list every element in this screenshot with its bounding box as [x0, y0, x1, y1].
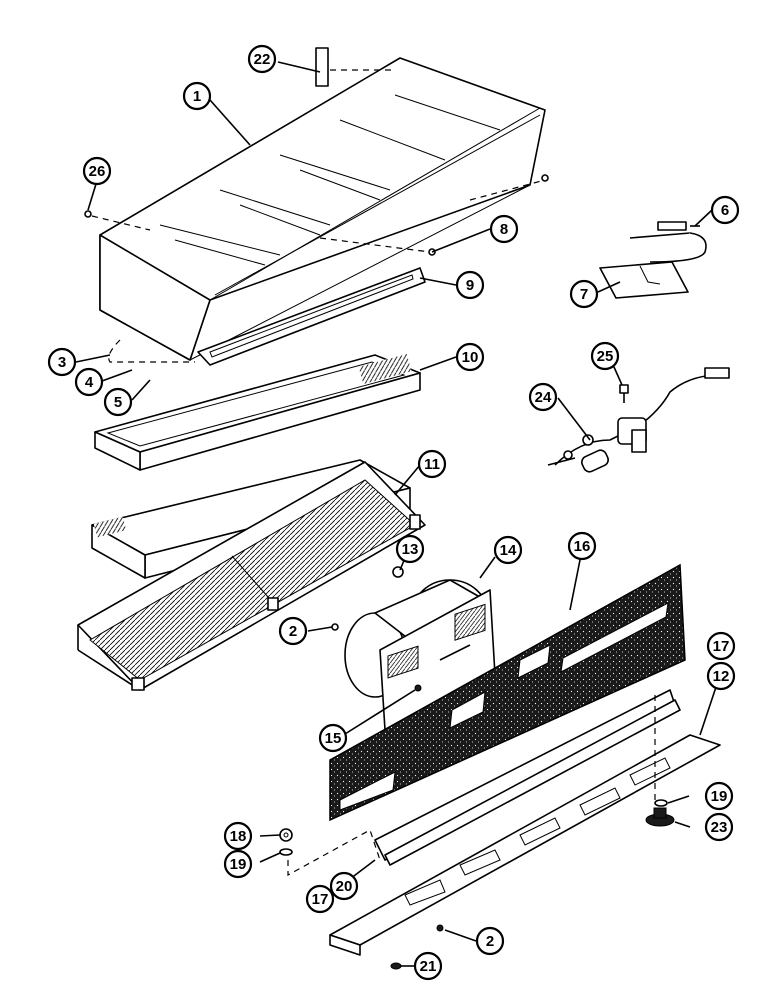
leader-lines: [75, 61, 719, 967]
callout-9: 9: [455, 270, 485, 300]
callout-20: 20: [329, 871, 359, 901]
washer-15: [414, 684, 422, 692]
callout-19a-label: 19: [230, 856, 247, 873]
callout-19a: 19: [223, 849, 253, 879]
assembly-line-mount: [108, 339, 195, 363]
callout-10: 10: [455, 342, 485, 372]
callout-2a-label: 2: [289, 623, 297, 640]
callout-11: 11: [417, 449, 447, 479]
screw-2-bottom: [436, 924, 444, 932]
callout-25-label: 25: [597, 348, 614, 365]
callout-18-label: 18: [230, 828, 247, 845]
callout-15: 15: [318, 723, 348, 753]
callout-2a: 2: [278, 616, 308, 646]
louver-strip-20: [374, 689, 681, 866]
nut-13: [392, 566, 404, 578]
washer-19-right: [654, 799, 668, 807]
callout-1-label: 1: [193, 88, 201, 105]
callout-9-label: 9: [466, 277, 474, 294]
callout-21-label: 21: [420, 958, 437, 975]
callout-19b: 19: [704, 781, 734, 811]
nut-18: [279, 828, 293, 842]
callout-13-label: 13: [402, 541, 419, 558]
callout-16-label: 16: [574, 538, 591, 555]
callout-24: 24: [528, 382, 558, 412]
callout-6: 6: [710, 195, 740, 225]
callout-8: 8: [489, 214, 519, 244]
callout-17a: 17: [706, 631, 736, 661]
screws-8: [319, 174, 549, 256]
callout-3-label: 3: [58, 354, 66, 371]
screw-25: [619, 384, 629, 403]
callout-5: 5: [103, 387, 133, 417]
callout-2b-label: 2: [486, 933, 494, 950]
callout-13: 13: [395, 534, 425, 564]
callout-4: 4: [74, 367, 104, 397]
tape-7: [599, 261, 689, 299]
bracket-22: [315, 47, 395, 87]
callout-24-label: 24: [535, 389, 552, 406]
callout-23: 23: [704, 812, 734, 842]
filter-frame-10: [94, 353, 421, 471]
callout-17b: 17: [305, 884, 335, 914]
washer-19-left: [279, 848, 293, 856]
callout-10-label: 10: [462, 349, 479, 366]
gasket-9: [197, 267, 426, 366]
callout-14-label: 14: [500, 542, 517, 559]
callout-12-label: 12: [713, 668, 730, 685]
callout-26-label: 26: [89, 163, 106, 180]
callout-22-label: 22: [254, 51, 271, 68]
callout-17a-label: 17: [713, 638, 730, 655]
callout-15-label: 15: [325, 730, 342, 747]
callout-4-label: 4: [85, 374, 94, 391]
grille-tray: [77, 461, 426, 691]
callout-12: 12: [706, 661, 736, 691]
callout-2b: 2: [475, 926, 505, 956]
callout-25: 25: [590, 341, 620, 371]
callout-16: 16: [567, 531, 597, 561]
callout-21: 21: [413, 951, 443, 981]
callout-3: 3: [47, 347, 77, 377]
panel-16: [329, 563, 686, 822]
wiring-harness-24: [547, 367, 730, 473]
plate-12: [329, 734, 721, 956]
housing-cover: [99, 57, 546, 361]
callout-5-label: 5: [114, 394, 122, 411]
callout-22: 22: [247, 44, 277, 74]
callout-1: 1: [182, 81, 212, 111]
sensor-6: [629, 221, 707, 263]
callout-14: 14: [493, 535, 523, 565]
callout-7: 7: [569, 279, 599, 309]
callout-26: 26: [82, 156, 112, 186]
knob-23: [645, 807, 675, 827]
screw-21: [390, 962, 402, 970]
callout-11-label: 11: [424, 456, 440, 473]
screw-2-top: [331, 623, 339, 631]
assembly-line-left: [287, 829, 381, 877]
callout-23-label: 23: [711, 819, 728, 836]
callout-17b-label: 17: [312, 891, 329, 908]
callout-7-label: 7: [580, 286, 588, 303]
callout-18: 18: [223, 821, 253, 851]
callout-8-label: 8: [500, 221, 508, 238]
callout-6-label: 6: [721, 202, 729, 219]
screw-26: [84, 210, 151, 231]
callout-20-label: 20: [336, 878, 353, 895]
callout-19b-label: 19: [711, 788, 728, 805]
